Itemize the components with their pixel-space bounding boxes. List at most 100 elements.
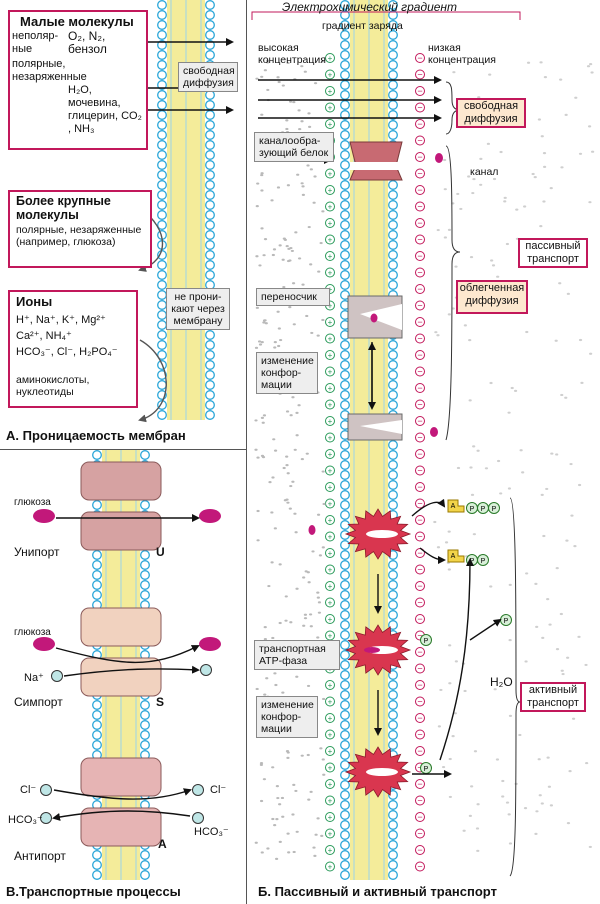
solute-dot xyxy=(312,846,316,849)
cl-right-label: Cl⁻ xyxy=(210,784,227,796)
solute-dot xyxy=(463,689,467,693)
minus-sign: − xyxy=(417,383,422,393)
membrane-b-head xyxy=(340,130,350,140)
solute-dot xyxy=(447,313,451,316)
nonpolar-label: неполяр- ные xyxy=(12,30,59,55)
membrane-a-head xyxy=(205,250,215,260)
membrane-a-head xyxy=(157,290,167,300)
minus-sign: − xyxy=(417,400,422,410)
solute-dot xyxy=(589,63,593,66)
membrane-v-head xyxy=(92,570,102,580)
solute-dot xyxy=(558,282,562,285)
membrane-a-head xyxy=(157,50,167,60)
membrane-b-head xyxy=(388,400,398,410)
membrane-b-head xyxy=(340,0,350,10)
solute-dot xyxy=(285,119,289,122)
solute-dot xyxy=(273,527,277,530)
solute-dot xyxy=(263,237,268,241)
membrane-b-head xyxy=(388,90,398,100)
membrane-b-head xyxy=(340,500,350,510)
solute-dot xyxy=(309,263,313,266)
membrane-b-head xyxy=(340,450,350,460)
plus-charge xyxy=(325,680,335,690)
minus-sign: − xyxy=(417,433,422,443)
solute-dot xyxy=(555,453,559,456)
membrane-b-head xyxy=(340,110,350,120)
solute-dot xyxy=(321,758,325,761)
membrane-b-head xyxy=(340,510,350,520)
cl-left-label: Cl⁻ xyxy=(20,784,37,796)
solute-dot xyxy=(273,341,277,344)
membrane-a-head xyxy=(157,310,167,320)
arrow-adp-release xyxy=(419,547,446,564)
membrane-a-head xyxy=(157,0,167,10)
minus-sign: − xyxy=(417,812,422,822)
membrane-b-head xyxy=(388,690,398,700)
conformation-change-label-2: изменение конфор- мации xyxy=(256,696,318,738)
solute-dot xyxy=(271,636,275,640)
solute-dot xyxy=(292,100,296,104)
solute-dot xyxy=(316,636,320,639)
membrane-b-head xyxy=(340,210,350,220)
solute-dot xyxy=(255,306,259,309)
nonpolar-examples: O₂, N₂, бензол xyxy=(68,29,107,56)
solute-dot xyxy=(287,247,291,250)
solute-dot xyxy=(476,803,480,806)
solute-dot xyxy=(586,65,591,68)
minus-charge xyxy=(415,350,425,360)
solute-dot xyxy=(260,113,264,116)
plus-sign: + xyxy=(328,797,333,806)
solute-dot xyxy=(295,675,299,678)
solute-dot xyxy=(309,625,313,628)
ions-list-2: Ca²⁺, NH₄⁺ xyxy=(16,330,72,342)
solute-dot xyxy=(555,648,560,651)
membrane-b-head xyxy=(388,850,398,860)
plus-sign: + xyxy=(328,351,333,360)
solute-dot xyxy=(505,801,510,804)
solute-dot xyxy=(276,310,280,313)
solute-dot xyxy=(489,381,493,385)
solute-dot xyxy=(549,804,554,807)
plus-charge xyxy=(325,399,335,410)
solute-dot xyxy=(508,842,513,845)
solute-dot xyxy=(278,840,282,844)
plus-charge xyxy=(325,185,335,195)
minus-sign: − xyxy=(417,730,422,740)
carrier-label: переносчик xyxy=(256,288,330,306)
membrane-a-head xyxy=(205,100,215,110)
membrane-b-head xyxy=(388,440,398,450)
plus-sign: + xyxy=(328,219,333,228)
solute-dot xyxy=(453,712,457,715)
solute-dot xyxy=(469,255,474,259)
membrane-a-head xyxy=(157,20,167,30)
membrane-v-head xyxy=(140,500,150,510)
solute-dot xyxy=(270,561,274,564)
solute-dot xyxy=(559,78,563,81)
membrane-a-head xyxy=(205,150,215,160)
symport-letter: S xyxy=(156,695,165,709)
solute-dot xyxy=(574,96,578,99)
minus-charge xyxy=(415,251,425,261)
polar-examples: H₂O, мочевина, глицерин, CO₂ , NH₃ xyxy=(68,84,142,135)
membrane-a-head xyxy=(157,220,167,230)
solute-dot xyxy=(591,150,595,153)
membrane-a-head xyxy=(205,390,215,400)
membrane-a-head xyxy=(157,190,167,200)
solute-dot xyxy=(295,830,299,833)
solute-dot xyxy=(273,346,277,349)
solute-dot xyxy=(271,766,275,769)
solute-dot xyxy=(508,638,512,642)
membrane-a-head xyxy=(205,370,215,380)
solute-dot xyxy=(316,591,320,594)
plus-charge xyxy=(325,729,335,740)
solute-dot xyxy=(260,75,264,78)
minus-charge xyxy=(415,729,425,740)
membrane-b-head xyxy=(340,30,350,40)
membrane-b-head xyxy=(340,20,350,30)
passive-transport-label: пассивный транспорт xyxy=(518,238,588,268)
small-molecules-box: Малые молекулы неполяр- ные O₂, N₂, бенз… xyxy=(8,10,148,150)
carrier-solute-released xyxy=(430,427,438,437)
plus-charge xyxy=(325,482,335,492)
solute-dot xyxy=(312,201,316,204)
solute-dot xyxy=(275,817,279,821)
